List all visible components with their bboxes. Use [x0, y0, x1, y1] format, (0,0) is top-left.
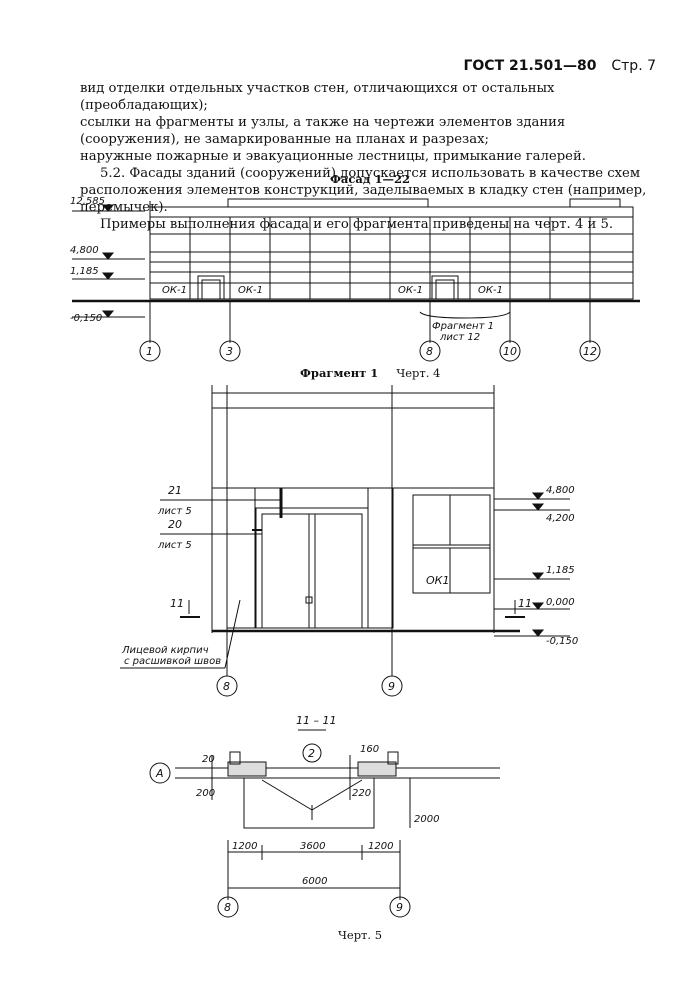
- dim-label: 1200: [232, 841, 257, 852]
- lintel-right: [357, 761, 397, 777]
- axis-label: 1: [146, 345, 153, 358]
- level-label: 1,185: [546, 565, 575, 576]
- axis-marker: [139, 340, 161, 362]
- level-label: 4,200: [546, 513, 575, 524]
- figure-caption: Черт. 5: [338, 928, 383, 942]
- axis-label: 8: [223, 680, 230, 693]
- level-label: -0,150: [546, 636, 578, 647]
- dim-label: 6000: [302, 876, 327, 887]
- window-ok1: [412, 494, 491, 594]
- dim-label: 200: [196, 788, 215, 799]
- fragment-note: лист 12: [439, 332, 480, 343]
- level-label: 4,800: [546, 485, 575, 496]
- material-note: с расшивкой швов: [124, 656, 221, 667]
- lintel-left: [227, 761, 267, 777]
- reference-sheet: лист 5: [157, 506, 192, 517]
- dim-label: 1200: [368, 841, 393, 852]
- door-frame: [255, 507, 369, 629]
- level-label: -0,150: [70, 313, 102, 324]
- page-header: ГОСТ 21.501—80 Стр. 7: [463, 58, 656, 74]
- window-mark: ОК-1: [238, 285, 263, 296]
- axis-label: 8: [224, 901, 231, 914]
- level-label: 0,000: [546, 597, 575, 608]
- section-mark: 11: [170, 597, 184, 610]
- brick-pier: [226, 487, 256, 629]
- window-mark: ОК-1: [398, 285, 423, 296]
- roof-skylight-left: [227, 198, 429, 208]
- reference-number: 20: [168, 518, 182, 531]
- reference-number: 21: [168, 484, 182, 497]
- level-label: 4,800: [70, 245, 99, 256]
- roof-skylight-right: [569, 198, 621, 208]
- section-mark: 11: [518, 597, 532, 610]
- dim-label: 220: [352, 788, 371, 799]
- paragraph: 5.2. Фасады зданий (сооружений) допускае…: [80, 166, 647, 215]
- window-mark: ОК1: [426, 574, 449, 587]
- fragment-bracket: [419, 311, 511, 319]
- paragraph: наружные пожарные и эвакуационные лестни…: [80, 149, 586, 164]
- section-title: 11 – 11: [296, 714, 337, 727]
- standard-code: ГОСТ 21.501—80: [463, 58, 597, 74]
- axis-marker: [149, 762, 171, 784]
- axis-marker: [419, 340, 441, 362]
- caption-figure: Черт. 4: [396, 366, 441, 380]
- facade-outline: [149, 206, 634, 300]
- page-number: Стр. 7: [611, 58, 656, 74]
- axis-label: 9: [388, 680, 395, 693]
- dim-label: 160: [360, 744, 379, 755]
- fragment-note: Фрагмент 1: [432, 321, 494, 332]
- level-label: 12,585: [70, 196, 105, 207]
- facade-title: Фасад 1—22: [330, 172, 410, 186]
- dim-label: 2000: [414, 814, 439, 825]
- axis-label: А: [155, 767, 164, 780]
- window-mark: ОК-1: [162, 285, 187, 296]
- bay-label: 2: [308, 747, 315, 760]
- paragraph: Примеры выполнения фасада и его фрагмент…: [100, 217, 614, 232]
- level-label: 1,185: [70, 266, 99, 277]
- axis-label: 12: [583, 345, 597, 358]
- brick-pier: [367, 487, 394, 629]
- axis-marker: [219, 340, 241, 362]
- section-opening: [243, 777, 375, 829]
- axis-marker: [217, 896, 239, 918]
- paragraph: ссылки на фрагменты и узлы, а также на ч…: [80, 115, 566, 147]
- figure-caption: Фрагмент 1 Черт. 4: [300, 366, 440, 380]
- axis-label: 8: [426, 345, 433, 358]
- reference-sheet: лист 5: [157, 540, 192, 551]
- axis-label: 10: [503, 345, 517, 358]
- dim-label: 20: [202, 754, 215, 765]
- axis-marker: [579, 340, 601, 362]
- bay-marker: [302, 743, 322, 763]
- window-mark: ОК-1: [478, 285, 503, 296]
- body-text: вид отделки отдельных участков стен, отл…: [80, 80, 652, 233]
- axis-label: 9: [396, 901, 403, 914]
- axis-marker: [499, 340, 521, 362]
- paragraph: вид отделки отдельных участков стен, отл…: [80, 81, 555, 113]
- axis-label: 3: [226, 345, 233, 358]
- axis-marker: [389, 896, 411, 918]
- material-note: Лицевой кирпич: [121, 645, 209, 656]
- dim-label: 3600: [300, 841, 325, 852]
- axis-marker: [216, 675, 238, 697]
- caption-fragment: Фрагмент 1: [300, 366, 379, 380]
- axis-marker: [381, 675, 403, 697]
